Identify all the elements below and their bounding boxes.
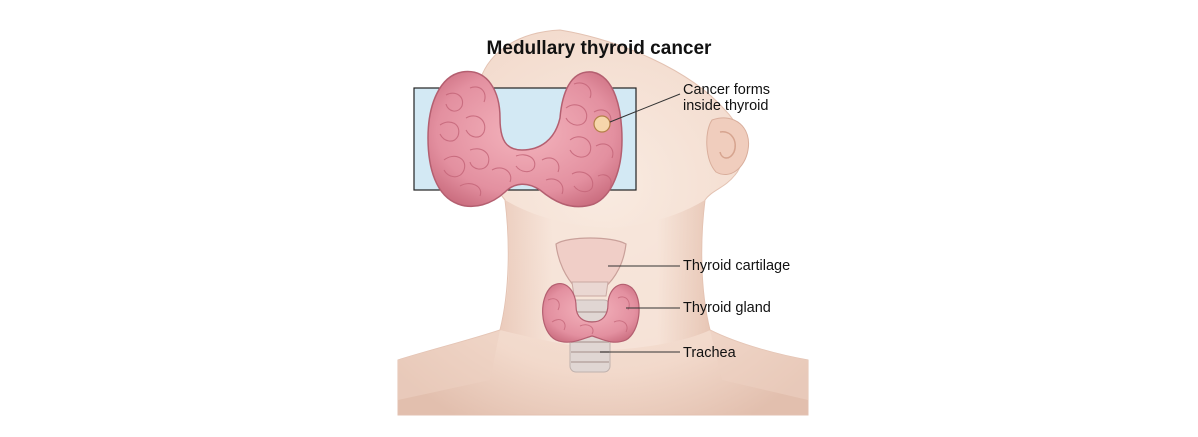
leader-lines (600, 93, 681, 353)
callout-thyroid-cartilage: Thyroid cartilage (683, 258, 791, 274)
callout-cancer-forms: Cancer forms inside thyroid (683, 82, 770, 114)
neck-thyroid-anatomy (542, 237, 640, 373)
callout-trachea: Trachea (683, 345, 736, 361)
leader-cancer (609, 93, 681, 123)
figure-title: Medullary thyroid cancer (486, 38, 712, 59)
tumor-nodule (593, 115, 611, 133)
enlarged-thyroid (427, 70, 623, 208)
callout-cancer-line1: Cancer forms (683, 82, 771, 98)
callout-thyroid-gland: Thyroid gland (683, 300, 771, 316)
callout-cancer-line2: inside thyroid (683, 98, 769, 114)
